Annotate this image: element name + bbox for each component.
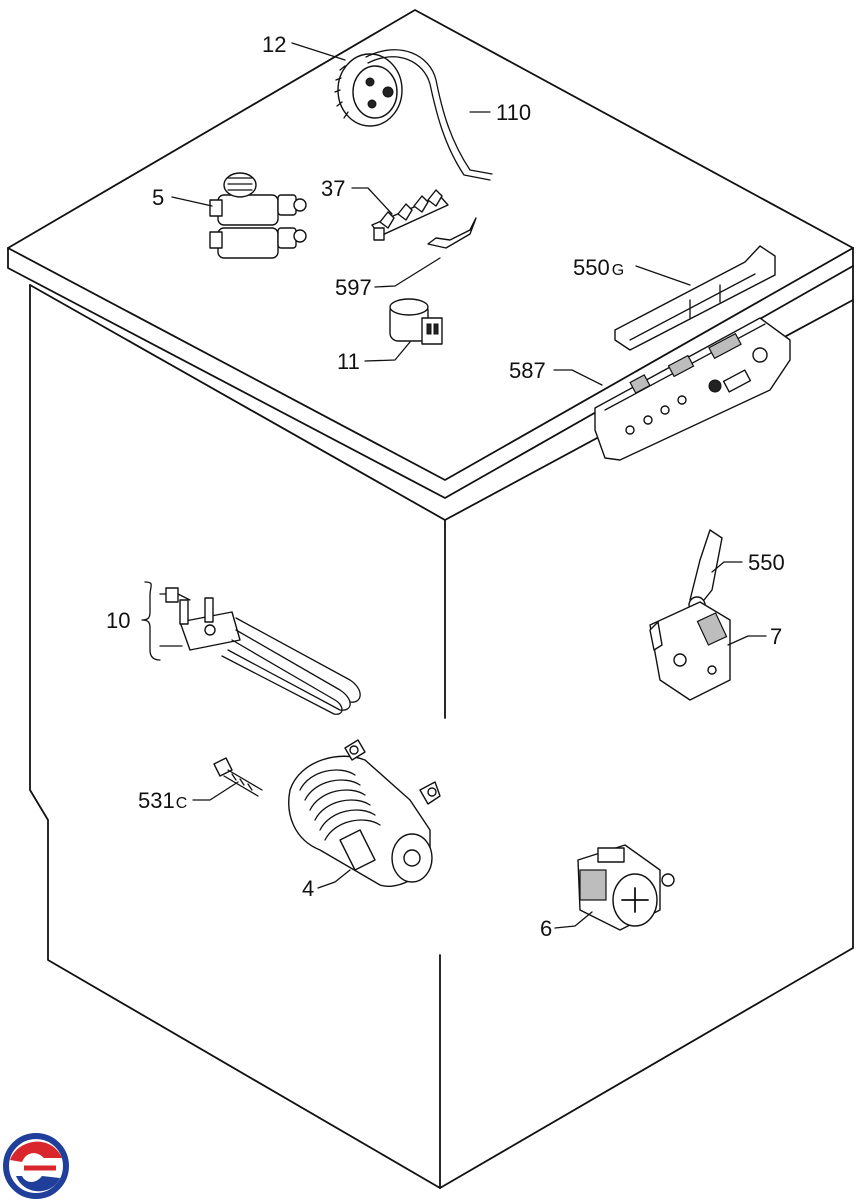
callout-4: 4 [302,876,314,901]
callout-597: 597 [335,275,372,300]
callout-531c-number: 531 [138,788,175,813]
hose-part-110 [365,49,493,181]
pressure-switch-part-12 [334,53,403,127]
callout-550g-suffix: G [612,262,624,279]
callout-550g-number: 550 [573,255,610,280]
solenoid-valve-part-5 [209,172,307,259]
brand-logo [3,1133,69,1199]
callout-531c-suffix: C [176,795,188,812]
callout-531c: 531C [138,788,187,813]
callout-5: 5 [152,185,164,210]
callout-37: 37 [321,176,345,201]
pump-part-6 [577,844,675,931]
terminal-block-part-37 [371,189,449,241]
callout-7: 7 [770,624,782,649]
electronic-board-part-587 [594,317,791,461]
callout-11: 11 [337,349,360,374]
callout-12: 12 [262,32,286,57]
cabinet-outline [7,9,854,1189]
callout-587: 587 [509,358,546,383]
leader-lines [141,42,767,929]
capacitor-part-11 [389,298,443,345]
door-lock-part-7 [649,601,731,701]
callout-550: 550 [748,550,785,575]
callout-6: 6 [540,916,552,941]
callout-10: 10 [106,608,130,633]
callout-110: 110 [496,100,531,125]
heating-element-part-10 [165,587,361,715]
bolt-part-531c [213,757,263,797]
cover-part-550g [614,245,776,351]
clip-part-597 [427,217,477,249]
lever-part-550 [688,529,723,614]
motor-part-4 [288,739,441,887]
